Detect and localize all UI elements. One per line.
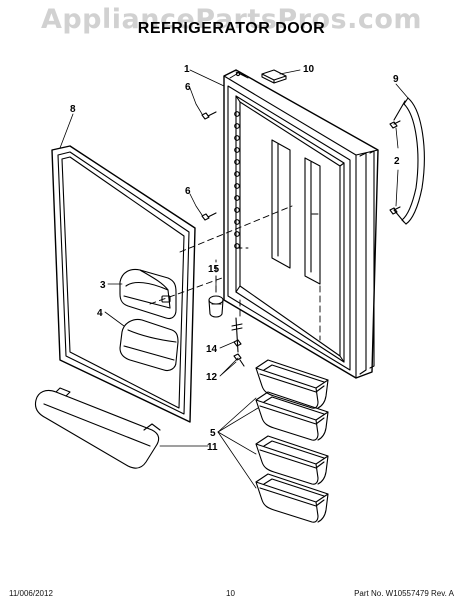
footer-page-number: 10 (226, 589, 235, 598)
footer-part-number: Part No. W10557479 Rev. A (354, 589, 454, 598)
callout-8: 8 (70, 104, 76, 115)
door-screws (201, 111, 217, 221)
callout-11: 11 (207, 442, 218, 453)
callout-14: 14 (206, 344, 218, 355)
callout-6-upper: 6 (185, 82, 191, 93)
alignment-lines (149, 205, 321, 341)
callout-5: 5 (210, 428, 216, 439)
callout-3: 3 (100, 280, 106, 291)
door-cap (261, 69, 287, 84)
watermark: AppliancePartsPros.com (40, 4, 423, 35)
callout-9: 9 (393, 74, 399, 85)
callout-1: 1 (184, 64, 190, 75)
callout-6-lower: 6 (185, 186, 191, 197)
page-title: REFRIGERATOR DOOR (137, 20, 326, 37)
callout-2: 2 (394, 156, 400, 167)
dairy-bin (119, 318, 179, 372)
callout-10: 10 (303, 64, 315, 75)
callout-12: 12 (206, 372, 218, 383)
door-panel (223, 69, 379, 379)
hinge-pin (231, 317, 245, 367)
handle-screws (389, 120, 401, 215)
door-gasket (51, 145, 196, 423)
door-handle (393, 97, 425, 225)
leader-lines (59, 69, 409, 489)
door-stop (208, 295, 224, 318)
callout-15: 15 (208, 264, 220, 275)
footer-date: 11/006/2012 (9, 589, 53, 598)
dairy-compartment (119, 268, 177, 320)
callout-4: 4 (97, 308, 103, 319)
bottom-trim (34, 387, 161, 469)
door-bins (255, 359, 329, 523)
